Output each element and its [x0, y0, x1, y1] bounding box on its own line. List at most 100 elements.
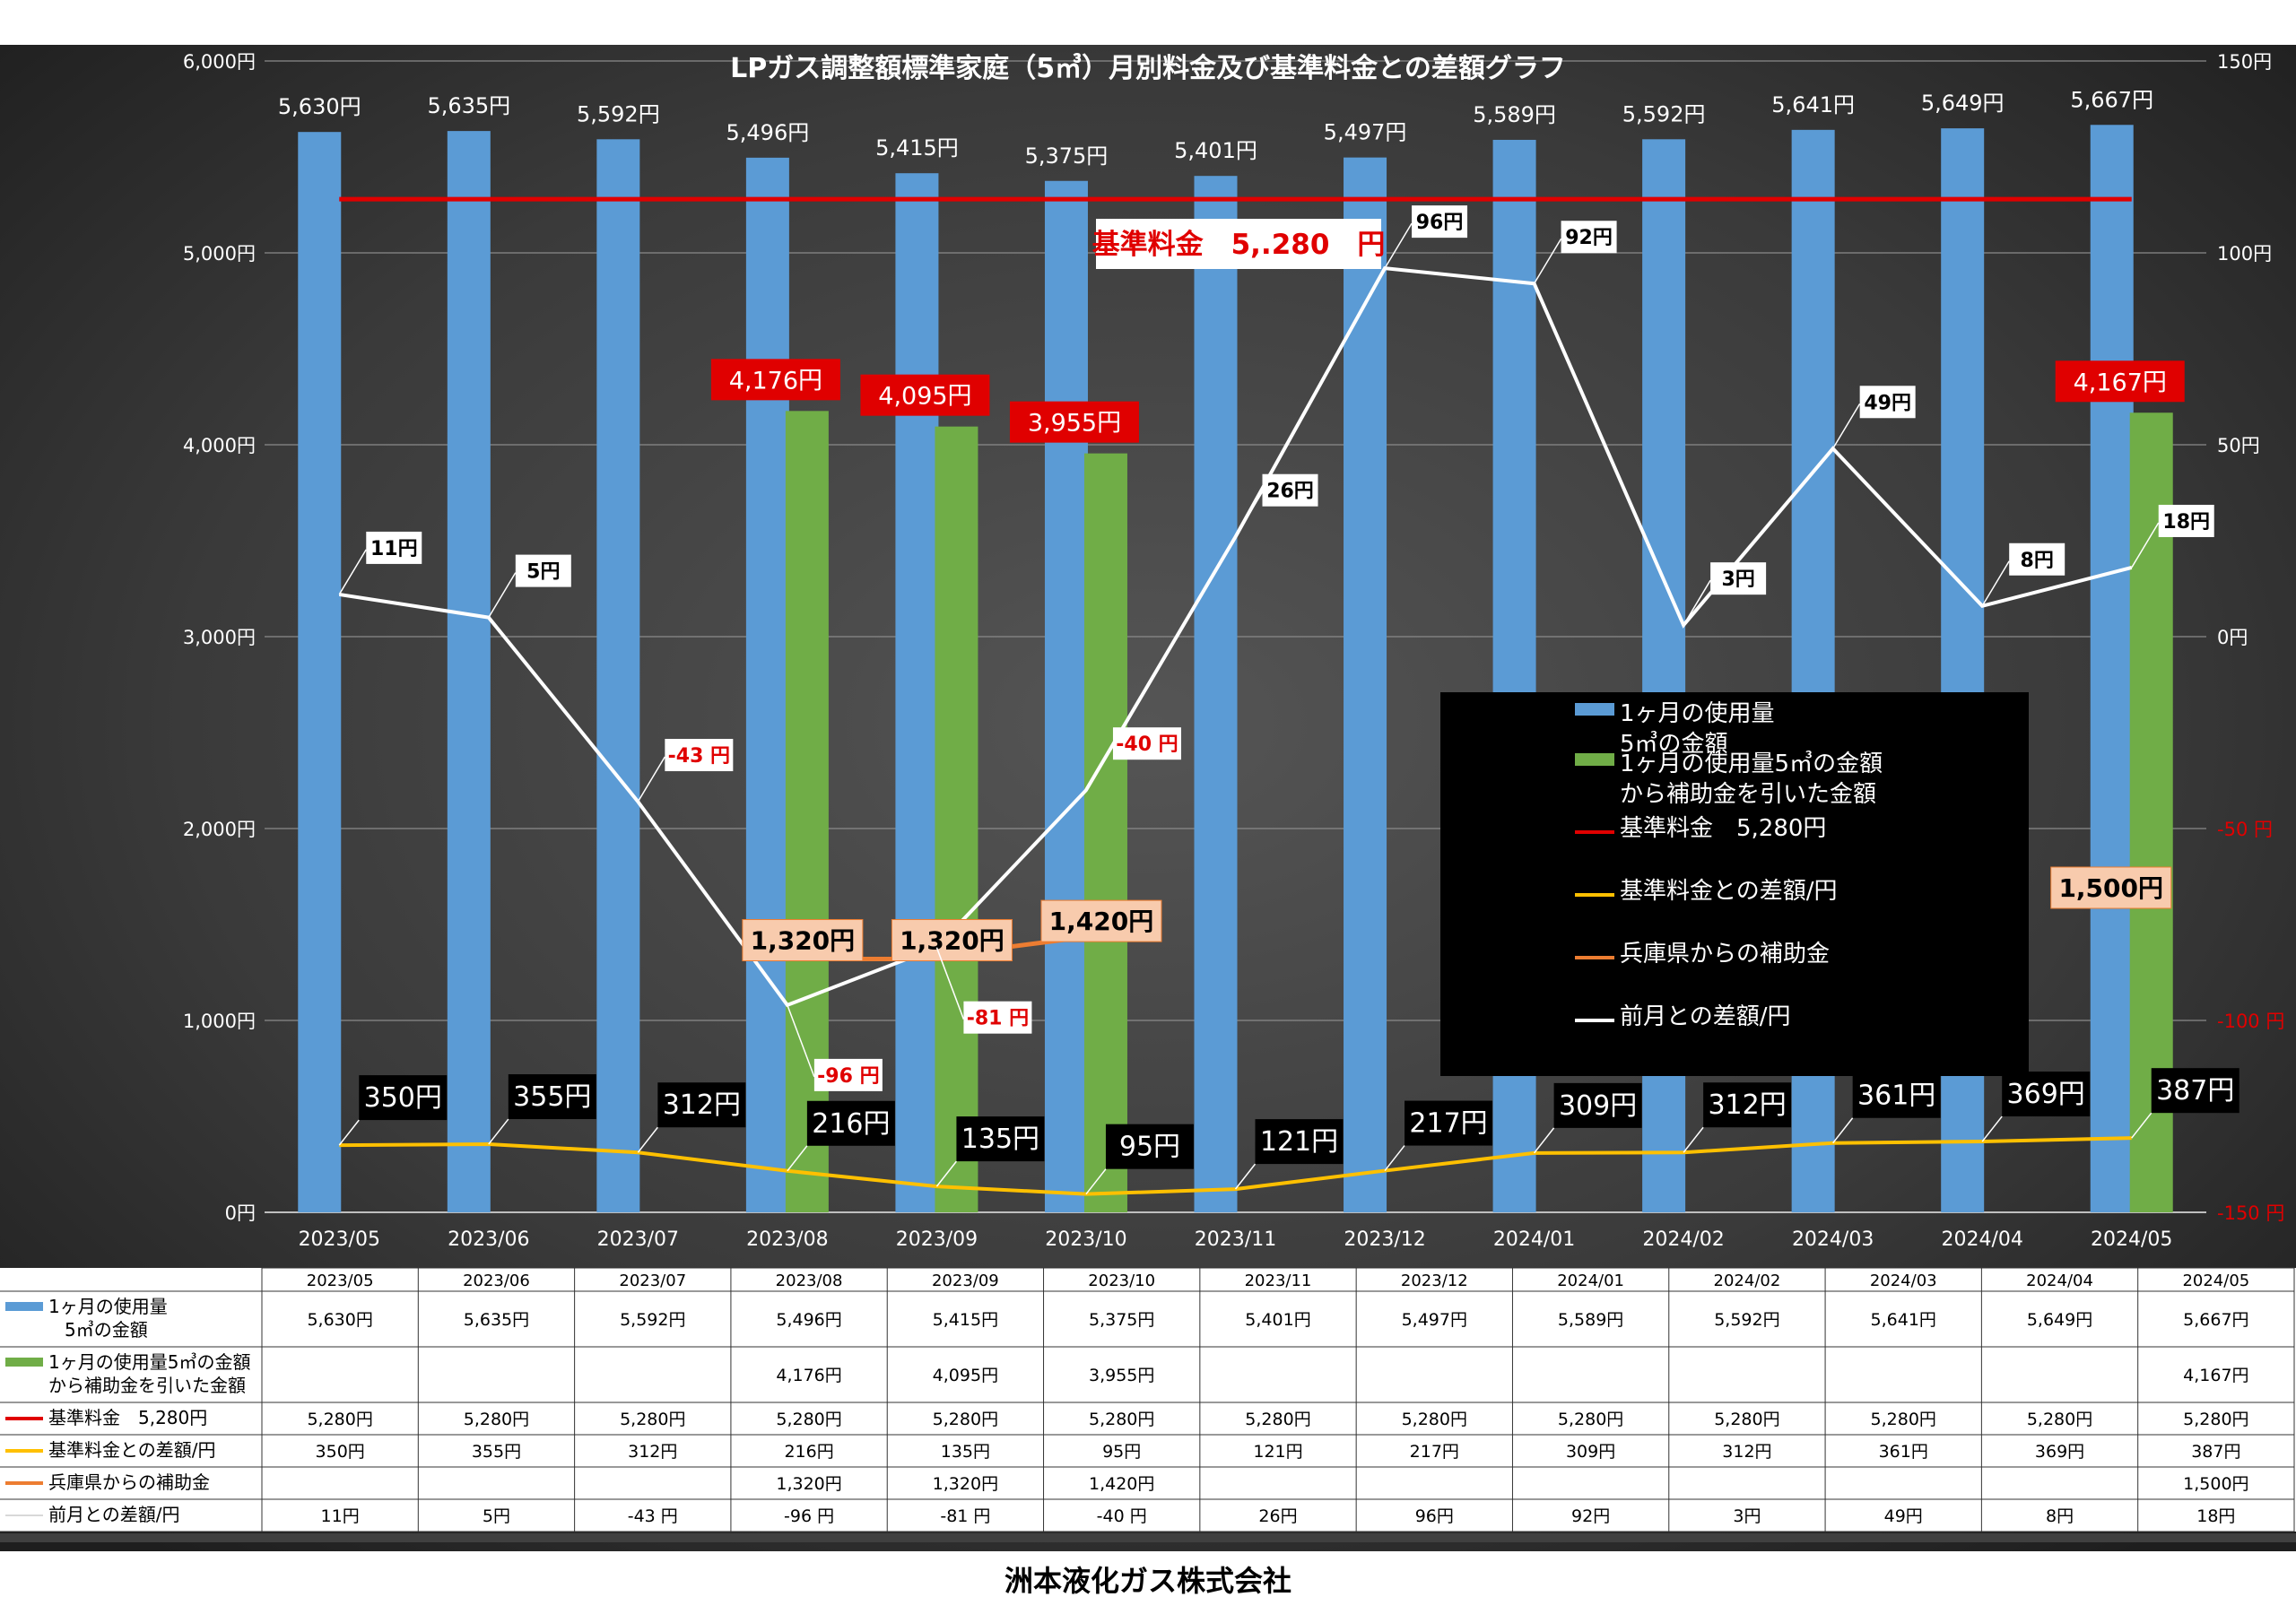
x-tick-label: 2023/09	[896, 1228, 978, 1251]
subsidy-label: 1,320円	[751, 926, 856, 956]
table-cell: 312円	[1722, 1442, 1771, 1462]
month-diff-label-box	[665, 739, 734, 772]
table-cell: 135円	[941, 1442, 990, 1462]
diff-leader	[488, 1118, 509, 1145]
table-cell: 26円	[1258, 1506, 1297, 1526]
diff-label-box	[1852, 1072, 1941, 1118]
table-cell: 5,592円	[620, 1310, 685, 1330]
y-tick-label: 3,000円	[183, 627, 256, 648]
month-diff-label-box	[963, 1001, 1032, 1034]
y-tick-label: 4,000円	[183, 435, 256, 456]
bar-monthly-fee	[1194, 176, 1238, 1212]
month-diff-label: -96 円	[817, 1065, 879, 1088]
bar-monthly-fee-label: 5,649円	[1921, 91, 2005, 116]
month-diff-label: 3円	[1721, 568, 1754, 591]
table-header-cell: 2023/08	[776, 1271, 843, 1290]
month-diff-label-box	[1262, 473, 1318, 507]
month-diff-leader	[1533, 238, 1562, 284]
table-cell: 4,176円	[776, 1366, 841, 1385]
table-header-cell: 2024/03	[1870, 1271, 1937, 1290]
legend-swatch	[1575, 703, 1614, 716]
table-cell: 5,589円	[1558, 1310, 1623, 1330]
table-row-label: 5㎥の金額	[65, 1319, 148, 1341]
y-tick-label: 0円	[225, 1202, 256, 1224]
bar-monthly-fee-label: 5,375円	[1025, 143, 1109, 169]
table-cell: 1,420円	[1089, 1474, 1154, 1494]
month-diff-leader	[1832, 403, 1861, 449]
month-diff-label-box	[1112, 727, 1181, 760]
table-header-cell: 2024/02	[1714, 1271, 1781, 1290]
diff-label: 309円	[1559, 1090, 1637, 1122]
bar-monthly-fee-label: 5,415円	[875, 135, 959, 161]
month-diff-label: -43 円	[668, 745, 730, 768]
diff-label: 121円	[1260, 1126, 1338, 1158]
diff-label-box	[806, 1100, 895, 1146]
table-cell: 4,095円	[933, 1366, 998, 1385]
bar-monthly-fee-label: 5,497円	[1324, 120, 1407, 145]
y-tick-label: 6,000円	[183, 51, 256, 73]
diff-label-box	[2002, 1072, 2091, 1117]
table-cell: 4,167円	[2183, 1366, 2248, 1385]
legend-label: 1ヶ月の使用量5㎥の金額	[1620, 751, 1883, 777]
y-tick-label: 2,000円	[183, 819, 256, 840]
subsidized-label: 4,167円	[2074, 369, 2167, 396]
y2-tick-label: 0円	[2217, 627, 2248, 648]
bar-monthly-fee	[298, 132, 342, 1213]
table-cell: 121円	[1253, 1442, 1302, 1462]
month-diff-label-box	[1561, 221, 1617, 254]
table-cell: 5,635円	[464, 1310, 529, 1330]
table-cell: 5,592円	[1714, 1310, 1779, 1330]
table-cell: 5,280円	[307, 1410, 372, 1429]
diff-label-box	[657, 1082, 746, 1128]
table-cell: 5,401円	[1245, 1310, 1310, 1330]
table-row-label: 基準料金 5,280円	[48, 1407, 207, 1428]
table-bottom-bar	[0, 1533, 2296, 1542]
diff-leader	[1683, 1126, 1704, 1153]
x-tick-label: 2024/01	[1493, 1228, 1575, 1251]
diff-label: 361円	[1857, 1081, 1935, 1112]
month-diff-label: 18円	[2162, 511, 2210, 534]
diff-leader	[2131, 1112, 2152, 1139]
subsidized-label-box	[1009, 401, 1139, 443]
table-header-cell: 2024/05	[2182, 1271, 2249, 1290]
table-cell: 369円	[2035, 1442, 2084, 1462]
month-diff-label: 8円	[2021, 550, 2054, 572]
diff-leader	[1384, 1145, 1405, 1172]
table-cell: 5,280円	[1871, 1410, 1936, 1429]
table-cell: 5,280円	[2027, 1410, 2092, 1429]
legend-label: 5㎥の金額	[1620, 731, 1728, 758]
diff-label-box	[2151, 1068, 2239, 1114]
table-cell: 5,667円	[2183, 1310, 2248, 1330]
bar-monthly-fee	[447, 131, 491, 1213]
bar-monthly-fee-label: 5,592円	[1622, 101, 1706, 126]
month-diff-leader	[2131, 522, 2160, 568]
table-row-label: から補助金を引いた金額	[48, 1375, 246, 1396]
table-cell: 1,320円	[776, 1474, 841, 1494]
chart-title: LPガス調整額標準家庭（5㎥）月別料金及び基準料金との差額グラフ	[730, 53, 1566, 84]
table-cell: 5,375円	[1089, 1310, 1154, 1330]
subsidy-label: 1,320円	[900, 926, 1004, 956]
month-diff-label: 11円	[370, 538, 418, 560]
table-cell: -43 円	[628, 1506, 678, 1526]
subsidy-label-box	[1040, 899, 1162, 942]
y2-tick-label: -100 円	[2217, 1011, 2284, 1032]
table-cell: 5,630円	[307, 1310, 372, 1330]
diff-leader	[935, 1160, 958, 1187]
diff-label-box	[508, 1074, 596, 1120]
bar-monthly-fee	[895, 173, 939, 1213]
table-row-label: 基準料金との差額/円	[48, 1439, 216, 1461]
table-cell: 5,280円	[1245, 1410, 1310, 1429]
month-diff-label: 96円	[1416, 212, 1464, 234]
x-tick-label: 2023/08	[746, 1228, 828, 1251]
x-tick-label: 2024/02	[1642, 1228, 1724, 1251]
legend-label: 基準料金 5,280円	[1620, 815, 1826, 842]
bar-monthly-fee-label: 5,589円	[1473, 102, 1556, 127]
subsidy-label-box	[742, 919, 864, 962]
table-header-cell: 2023/11	[1245, 1271, 1312, 1290]
table-row-label: 1ヶ月の使用量	[48, 1296, 168, 1317]
bar-monthly-fee	[1344, 157, 1387, 1213]
legend-label: 1ヶ月の使用量	[1620, 700, 1775, 727]
subsidy-label: 1,420円	[1049, 907, 1154, 936]
subsidized-label-box	[860, 374, 990, 416]
table-cell: 361円	[1879, 1442, 1928, 1462]
